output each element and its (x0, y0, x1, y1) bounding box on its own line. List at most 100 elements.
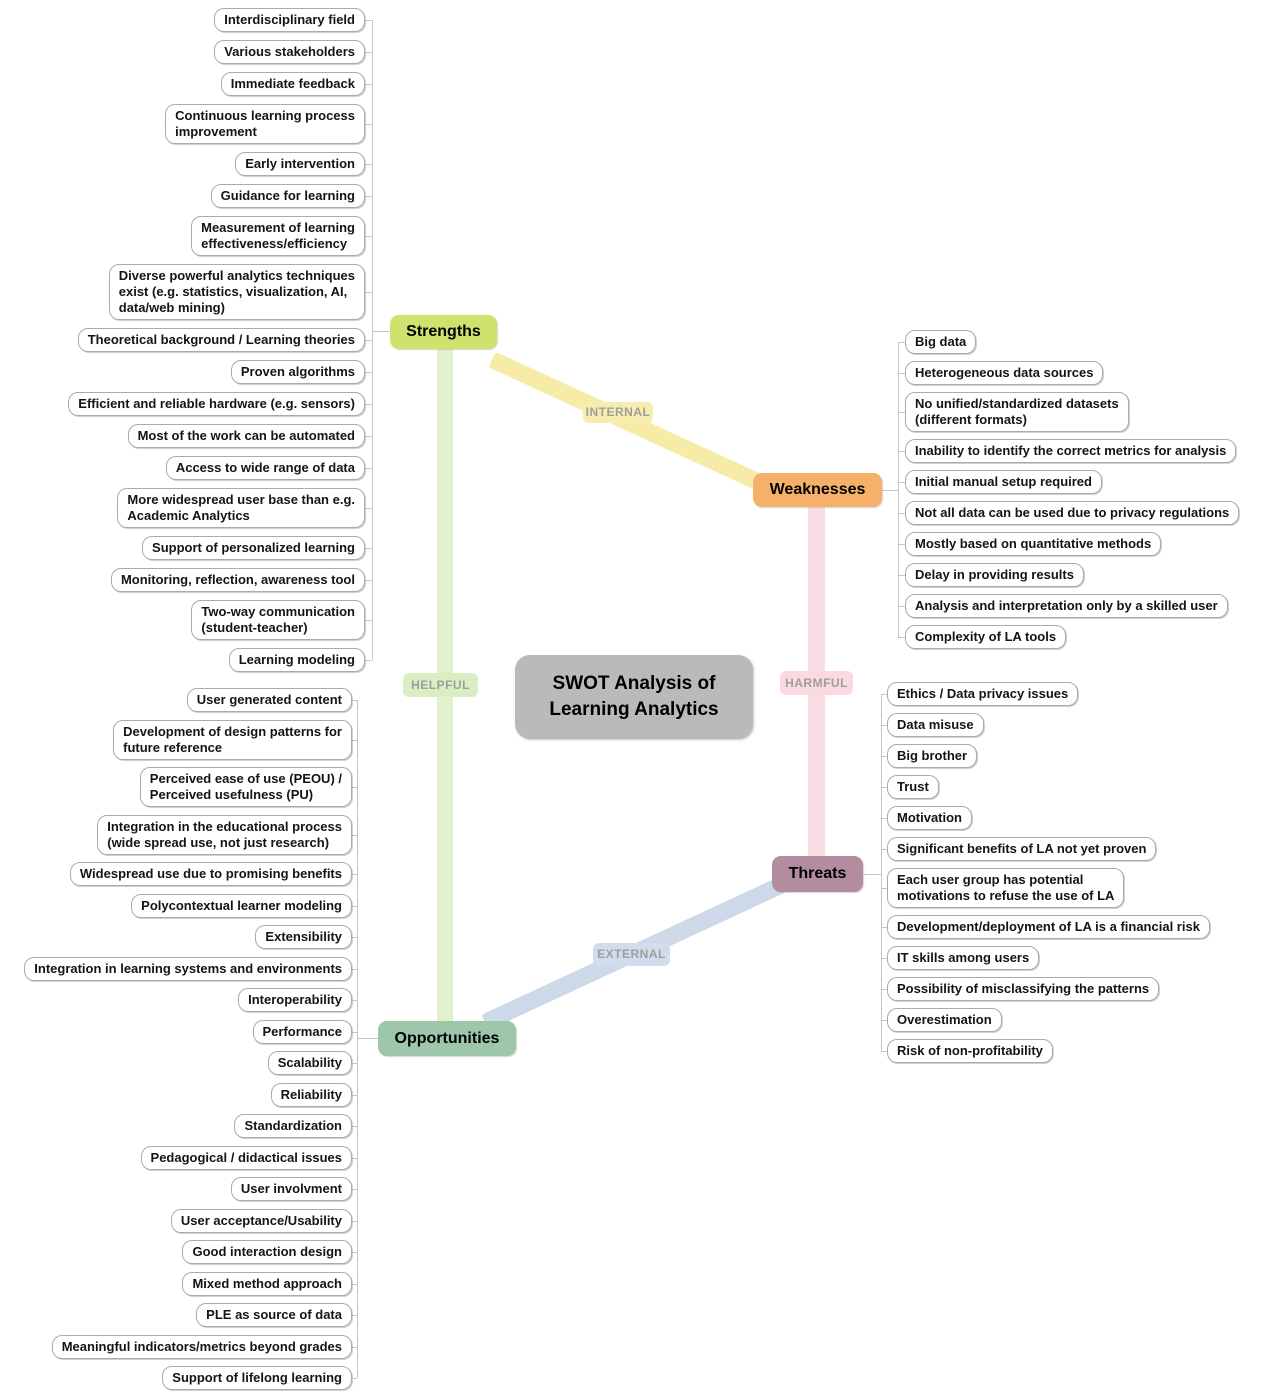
mindmap-item[interactable]: Inability to identify the correct metric… (905, 439, 1237, 463)
mindmap-item[interactable]: Performance (252, 1019, 352, 1044)
mindmap-item[interactable]: Extensibility (255, 925, 352, 949)
item-connector (352, 1347, 357, 1348)
branch-rail (881, 694, 882, 1051)
item-connector (881, 1020, 887, 1021)
mindmap-item[interactable]: Overestimation (887, 1008, 1002, 1032)
strengths-node[interactable]: Strengths (390, 315, 497, 349)
mindmap-item[interactable]: Support of lifelong learning (162, 1366, 352, 1390)
mindmap-item[interactable]: Possibility of misclassifying the patter… (887, 977, 1160, 1001)
mindmap-item[interactable]: Development/deployment of LA is a financ… (887, 915, 1210, 939)
item-connector (881, 958, 887, 959)
mindmap-item[interactable]: PLE as source of data (196, 1303, 352, 1327)
item-connector (365, 124, 372, 125)
mindmap-item[interactable]: Measurement of learning effectiveness/ef… (191, 216, 365, 256)
weaknesses-node[interactable]: Weaknesses (753, 473, 882, 507)
item-connector (352, 1378, 357, 1379)
mindmap-item[interactable]: Integration in the educational process (… (97, 814, 352, 855)
mindmap-item[interactable]: Trust (887, 775, 939, 799)
mindmap-item[interactable]: No unified/standardized datasets (differ… (905, 392, 1129, 432)
strengths-node-connector (372, 331, 390, 332)
mindmap-item[interactable]: Two-way communication (student-teacher) (191, 600, 365, 640)
mindmap-item[interactable]: Theoretical background / Learning theori… (77, 328, 365, 352)
internal-edge-label[interactable]: INTERNAL (583, 402, 653, 423)
helpful-edge-label[interactable]: HELPFUL (403, 673, 478, 697)
mindmap-item[interactable]: Big brother (887, 744, 978, 768)
item-connector (365, 84, 372, 85)
item-connector (898, 412, 905, 413)
mindmap-item[interactable]: Access to wide range of data (165, 456, 365, 480)
mindmap-item[interactable]: Early intervention (235, 152, 365, 176)
mindmap-item[interactable]: Big data (905, 330, 977, 354)
mindmap-item[interactable]: Continuous learning process improvement (165, 104, 365, 144)
mindmap-item[interactable]: Significant benefits of LA not yet prove… (887, 837, 1157, 861)
opportunities-node[interactable]: Opportunities (378, 1021, 516, 1056)
mindmap-item[interactable]: Not all data can be used due to privacy … (905, 501, 1240, 525)
mindmap-item[interactable]: Various stakeholders (214, 40, 365, 64)
mindmap-item[interactable]: Risk of non-profitability (887, 1039, 1053, 1063)
item-connector (352, 874, 357, 875)
item-connector (365, 340, 372, 341)
mindmap-item[interactable]: Data misuse (887, 713, 984, 737)
branch-rail (372, 20, 373, 660)
mindmap-item[interactable]: Learning modeling (228, 648, 365, 672)
mindmap-item[interactable]: Polycontextual learner modeling (131, 893, 352, 918)
item-connector (365, 236, 372, 237)
mindmap-item[interactable]: IT skills among users (887, 946, 1040, 970)
mindmap-item[interactable]: User acceptance/Usability (170, 1208, 352, 1233)
mindmap-item[interactable]: Diverse powerful analytics techniques ex… (108, 264, 365, 320)
item-connector (352, 906, 357, 907)
mindmap-item[interactable]: Proven algorithms (230, 360, 365, 384)
mindmap-item[interactable]: Interdisciplinary field (214, 8, 365, 32)
item-connector (881, 694, 887, 695)
threats-node[interactable]: Threats (772, 856, 863, 892)
mindmap-item[interactable]: Meaningful indicators/metrics beyond gra… (51, 1334, 352, 1359)
mindmap-item[interactable]: Efficient and reliable hardware (e.g. se… (68, 392, 365, 416)
weaknesses-node-connector (881, 490, 898, 491)
mindmap-item[interactable]: Perceived ease of use (PEOU) / Perceived… (139, 767, 352, 807)
branch-rail (357, 700, 358, 1378)
mindmap-item[interactable]: Interoperability (238, 988, 352, 1012)
mindmap-item[interactable]: More widespread user base than e.g. Acad… (117, 488, 365, 528)
mindmap-item[interactable]: Widespread use due to promising benefits (69, 862, 352, 886)
mindmap-item[interactable]: Most of the work can be automated (127, 424, 365, 448)
item-connector (898, 606, 905, 607)
mindmap-item[interactable]: Scalability (267, 1051, 352, 1075)
mindmap-item[interactable]: Initial manual setup required (905, 470, 1102, 494)
item-connector (365, 372, 372, 373)
item-connector (881, 888, 887, 889)
mindmap-item[interactable]: Each user group has potential motivation… (887, 868, 1125, 908)
mindmap-item[interactable]: User generated content (186, 688, 352, 712)
mindmap-item[interactable]: Ethics / Data privacy issues (887, 682, 1079, 706)
external-edge-label[interactable]: EXTERNAL (593, 943, 670, 966)
item-connector (352, 700, 357, 701)
item-connector (898, 544, 905, 545)
mindmap-item[interactable]: Integration in learning systems and envi… (24, 956, 352, 981)
mindmap-item[interactable]: Guidance for learning (210, 184, 365, 208)
mindmap-item[interactable]: Good interaction design (182, 1240, 352, 1264)
mindmap-item[interactable]: Pedagogical / didactical issues (140, 1145, 352, 1170)
item-connector (352, 1189, 357, 1190)
mindmap-item[interactable]: Standardization (234, 1114, 352, 1138)
center-title-node[interactable]: SWOT Analysis of Learning Analytics (515, 655, 753, 739)
mindmap-item[interactable]: Development of design patterns for futur… (113, 719, 352, 760)
mindmap-item[interactable]: Mixed method approach (182, 1271, 352, 1296)
item-connector (898, 451, 905, 452)
item-connector (898, 482, 905, 483)
mindmap-item[interactable]: Heterogeneous data sources (905, 361, 1104, 385)
item-connector (365, 468, 372, 469)
mindmap-item[interactable]: Analysis and interpretation only by a sk… (905, 594, 1228, 618)
mindmap-item[interactable]: Monitoring, reflection, awareness tool (110, 568, 365, 592)
mindmap-item[interactable]: Delay in providing results (905, 563, 1084, 587)
item-connector (898, 575, 905, 576)
mindmap-item[interactable]: Reliability (270, 1082, 352, 1107)
mindmap-item[interactable]: Motivation (887, 806, 972, 830)
mindmap-item[interactable]: Complexity of LA tools (905, 625, 1067, 649)
item-connector (365, 20, 372, 21)
mindmap-item[interactable]: Support of personalized learning (142, 536, 365, 560)
harmful-edge-label[interactable]: HARMFUL (780, 671, 853, 695)
mindmap-item[interactable]: User involvment (230, 1177, 352, 1201)
mindmap-item[interactable]: Immediate feedback (220, 72, 365, 96)
mindmap-item[interactable]: Mostly based on quantitative methods (905, 532, 1162, 556)
